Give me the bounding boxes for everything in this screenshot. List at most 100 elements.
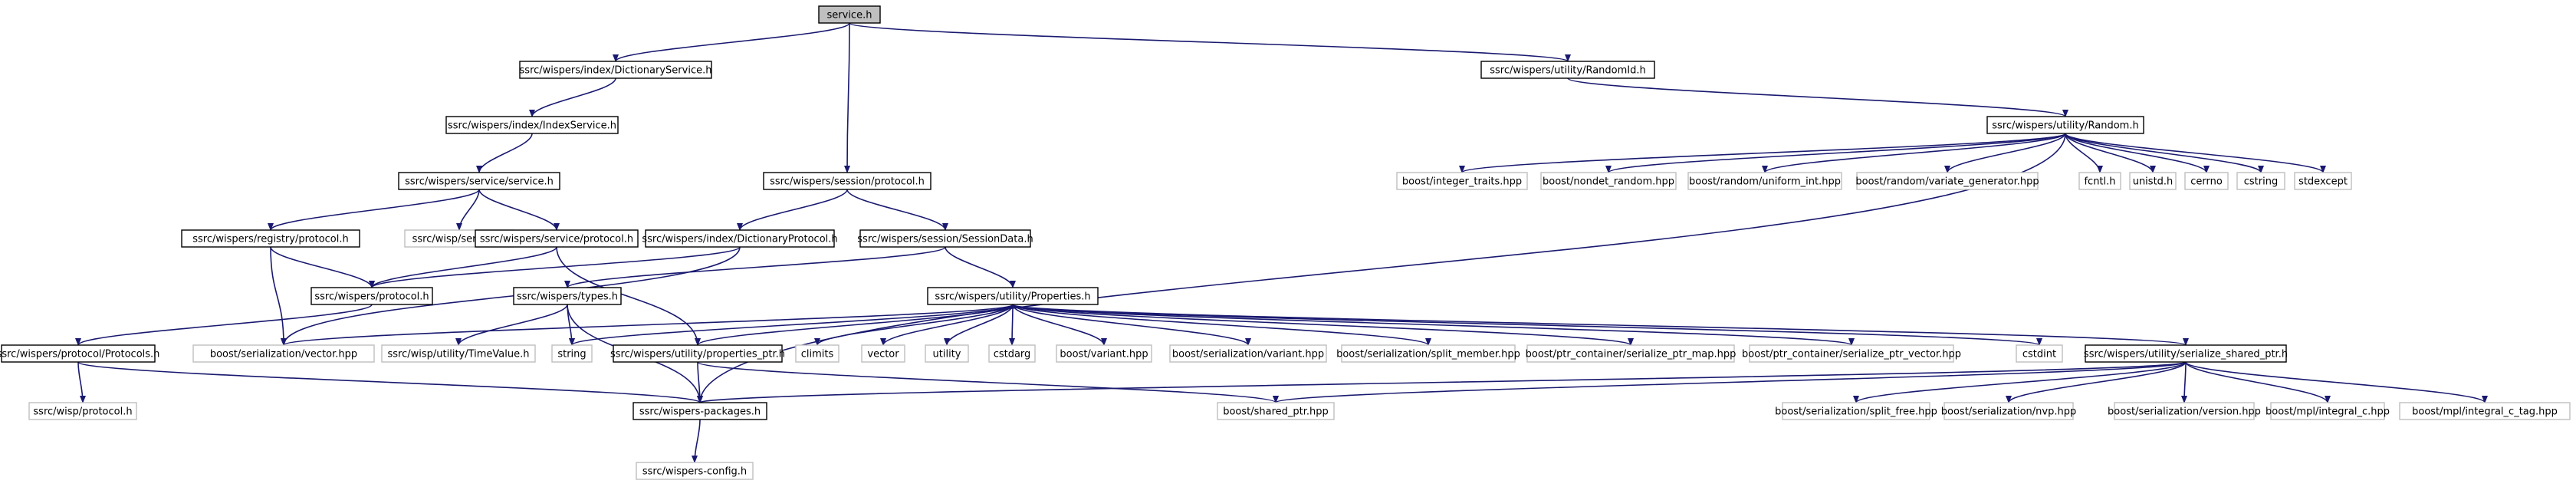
- file-node-ssrc-wispers-service-service-h[interactable]: ssrc/wispers/service/service.h: [398, 172, 560, 190]
- node-label: ssrc/wispers/utility/serialize_shared_pt…: [2084, 349, 2288, 360]
- edge-ssrc-wispers-registry-protocol-h-to-boost-serialization-vector-hpp: [270, 246, 287, 346]
- file-node-ssrc-wispers-session-protocol-h[interactable]: ssrc/wispers/session/protocol.h: [763, 172, 932, 190]
- node-box: [551, 344, 593, 363]
- edge-ssrc-wispers-session-sessiondata-h-to-ssrc-wispers-types-h: [564, 246, 946, 288]
- node-label: ssrc/wispers/index/DictionaryProtocol.h: [642, 234, 837, 245]
- node-label: boost/shared_ptr.hpp: [1223, 406, 1329, 418]
- node-box[interactable]: [818, 5, 881, 24]
- node-box: [988, 344, 1036, 363]
- node-box: [1056, 344, 1152, 363]
- file-node-boost-nondet-random-hpp: boost/nondet_random.hpp: [1540, 172, 1677, 190]
- node-label: boost/serialization/split_member.hpp: [1336, 349, 1520, 360]
- file-node-service-h[interactable]: service.h: [818, 5, 881, 24]
- edge-service-h-to-ssrc-wispers-utility-randomid-h: [849, 22, 1571, 62]
- node-box[interactable]: [181, 229, 360, 248]
- edge-ssrc-wispers-protocol-protocols-h-to-ssrc-wisp-protocol-h: [77, 361, 86, 403]
- node-box: [2399, 402, 2571, 420]
- file-node-boost-serialization-nvp-hpp: boost/serialization/nvp.hpp: [1941, 402, 2076, 420]
- edge-ssrc-wispers-utility-properties-h-to-climits: [814, 304, 1014, 346]
- edge-ssrc-wispers-packages-h-to-ssrc-wispers-config-h: [692, 419, 701, 463]
- node-label: stdexcept: [2298, 176, 2348, 188]
- edge-ssrc-wispers-index-dictionaryprotocol-h-to-ssrc-wispers-protocol-h: [369, 246, 741, 288]
- node-box: [2270, 402, 2385, 420]
- file-node-ssrc-wispers-index-dictionaryservice-h[interactable]: ssrc/wispers/index/DictionaryService.h: [519, 61, 712, 79]
- file-node-ssrc-wispers-session-sessiondata-h[interactable]: ssrc/wispers/session/SessionData.h: [857, 229, 1033, 248]
- node-box[interactable]: [613, 344, 783, 363]
- node-label: cerrno: [2190, 176, 2223, 188]
- node-box: [381, 344, 536, 363]
- node-box[interactable]: [519, 61, 712, 79]
- edge-ssrc-wispers-utility-properties-ptr-h-to-boost-shared-ptr-hpp: [697, 361, 1279, 403]
- node-box[interactable]: [475, 229, 639, 248]
- node-label: boost/serialization/split_free.hpp: [1775, 406, 1937, 418]
- file-node-ssrc-wispers-utility-properties-ptr-h[interactable]: ssrc/wispers/utility/properties_ptr.h: [610, 344, 785, 363]
- file-node-ssrc-wispers-index-dictionaryprotocol-h[interactable]: ssrc/wispers/index/DictionaryProtocol.h: [642, 229, 838, 248]
- node-label: ssrc/wispers/protocol.h: [314, 291, 429, 303]
- edge-ssrc-wispers-index-indexservice-h-to-ssrc-wispers-service-service-h: [476, 133, 533, 173]
- file-node-boost-serialization-split-free-hpp: boost/serialization/split_free.hpp: [1775, 402, 1937, 420]
- node-label: cstdarg: [994, 349, 1031, 360]
- node-label: boost/serialization/vector.hpp: [210, 349, 357, 360]
- node-box[interactable]: [398, 172, 560, 190]
- node-box[interactable]: [1986, 116, 2144, 134]
- edge-ssrc-wispers-utility-properties-h-to-ssrc-wispers-utility-properties-ptr-h: [695, 304, 1014, 346]
- node-label: cstdint: [2022, 349, 2056, 360]
- file-node-ssrc-wispers-protocol-h[interactable]: ssrc/wispers/protocol.h: [310, 287, 433, 305]
- node-label: boost/nondet_random.hpp: [1543, 176, 1674, 188]
- node-box[interactable]: [763, 172, 932, 190]
- file-node-ssrc-wispers-registry-protocol-h[interactable]: ssrc/wispers/registry/protocol.h: [181, 229, 360, 248]
- file-node-boost-ptr-container-serialize-ptr-map-hpp: boost/ptr_container/serialize_ptr_map.hp…: [1526, 344, 1736, 363]
- file-node-ssrc-wispers-packages-h[interactable]: ssrc/wispers-packages.h: [632, 402, 767, 420]
- edge-ssrc-wispers-index-dictionaryservice-h-to-ssrc-wispers-index-indexservice-h: [529, 77, 616, 117]
- node-box[interactable]: [632, 402, 767, 420]
- file-node-boost-mpl-integral-c-hpp: boost/mpl/integral_c.hpp: [2266, 402, 2390, 420]
- node-box[interactable]: [645, 229, 835, 248]
- file-node-ssrc-wispers-index-indexservice-h[interactable]: ssrc/wispers/index/IndexService.h: [445, 116, 619, 134]
- node-box: [1169, 344, 1327, 363]
- file-node-cstdint: cstdint: [2016, 344, 2063, 363]
- node-box[interactable]: [445, 116, 619, 134]
- node-label: ssrc/wispers/service/service.h: [405, 176, 554, 188]
- file-node-ssrc-wispers-utility-properties-h[interactable]: ssrc/wispers/utility/Properties.h: [927, 287, 1099, 305]
- file-node-boost-serialization-version-hpp: boost/serialization/version.hpp: [2108, 402, 2261, 420]
- node-box: [1856, 172, 2039, 190]
- edge-ssrc-wispers-utility-serialize-shared-ptr-h-to-boost-serialization-version-hpp: [2181, 361, 2188, 403]
- file-node-ssrc-wispers-protocol-protocols-h[interactable]: ssrc/wispers/protocol/Protocols.h: [0, 344, 159, 363]
- node-box[interactable]: [1480, 61, 1655, 79]
- node-box: [2016, 344, 2063, 363]
- node-label: vector: [867, 349, 899, 360]
- edge-ssrc-wispers-service-protocol-h-to-ssrc-wispers-protocol-h: [369, 246, 557, 288]
- file-node-boost-mpl-integral-c-tag-hpp: boost/mpl/integral_c_tag.hpp: [2399, 402, 2571, 420]
- edge-ssrc-wispers-utility-properties-h-to-boost-serialization-variant-hpp: [1012, 304, 1251, 346]
- edge-ssrc-wispers-service-service-h-to-ssrc-wispers-service-protocol-h: [478, 189, 560, 231]
- file-node-ssrc-wispers-utility-randomid-h[interactable]: ssrc/wispers/utility/RandomId.h: [1480, 61, 1655, 79]
- file-node-ssrc-wispers-utility-serialize-shared-ptr-h[interactable]: ssrc/wispers/utility/serialize_shared_pt…: [2084, 344, 2288, 363]
- node-box[interactable]: [513, 287, 622, 305]
- edge-ssrc-wispers-utility-random-h-to-boost-integer-traits-hpp: [1459, 133, 2066, 173]
- node-box[interactable]: [859, 229, 1031, 248]
- node-box: [1749, 344, 1954, 363]
- file-node-ssrc-wispers-config-h: ssrc/wispers-config.h: [636, 462, 754, 480]
- edge-ssrc-wispers-utility-random-h-to-cerrno: [2065, 133, 2210, 173]
- node-box[interactable]: [310, 287, 433, 305]
- node-label: boost/serialization/version.hpp: [2108, 406, 2261, 418]
- node-label: fcntl.h: [2084, 176, 2115, 188]
- edge-ssrc-wispers-utility-properties-h-to-boost-ptr-container-serialize-ptr-map-hpp: [1012, 304, 1634, 346]
- file-node-ssrc-wispers-service-protocol-h[interactable]: ssrc/wispers/service/protocol.h: [475, 229, 639, 248]
- file-node-boost-ptr-container-serialize-ptr-vector-hpp: boost/ptr_container/serialize_ptr_vector…: [1742, 344, 1961, 363]
- file-node-ssrc-wisp-utility-timevalue-h: ssrc/wisp/utility/TimeValue.h: [381, 344, 536, 363]
- file-node-ssrc-wispers-types-h[interactable]: ssrc/wispers/types.h: [513, 287, 622, 305]
- file-node-string: string: [551, 344, 593, 363]
- edge-ssrc-wispers-protocol-h-to-ssrc-wispers-protocol-protocols-h: [75, 304, 373, 346]
- edge-ssrc-wispers-utility-random-h-to-boost-random-uniform-int-hpp: [1762, 133, 2066, 173]
- edge-ssrc-wispers-session-protocol-h-to-ssrc-wispers-index-dictionaryprotocol-h: [737, 189, 848, 231]
- file-node-boost-serialization-variant-hpp: boost/serialization/variant.hpp: [1169, 344, 1327, 363]
- node-box[interactable]: [927, 287, 1099, 305]
- file-node-ssrc-wispers-utility-random-h[interactable]: ssrc/wispers/utility/Random.h: [1986, 116, 2144, 134]
- edge-service-h-to-ssrc-wispers-session-protocol-h: [844, 22, 851, 173]
- node-box: [2129, 172, 2177, 190]
- node-box: [2184, 172, 2229, 190]
- node-box[interactable]: [2085, 344, 2287, 363]
- node-box[interactable]: [1, 344, 156, 363]
